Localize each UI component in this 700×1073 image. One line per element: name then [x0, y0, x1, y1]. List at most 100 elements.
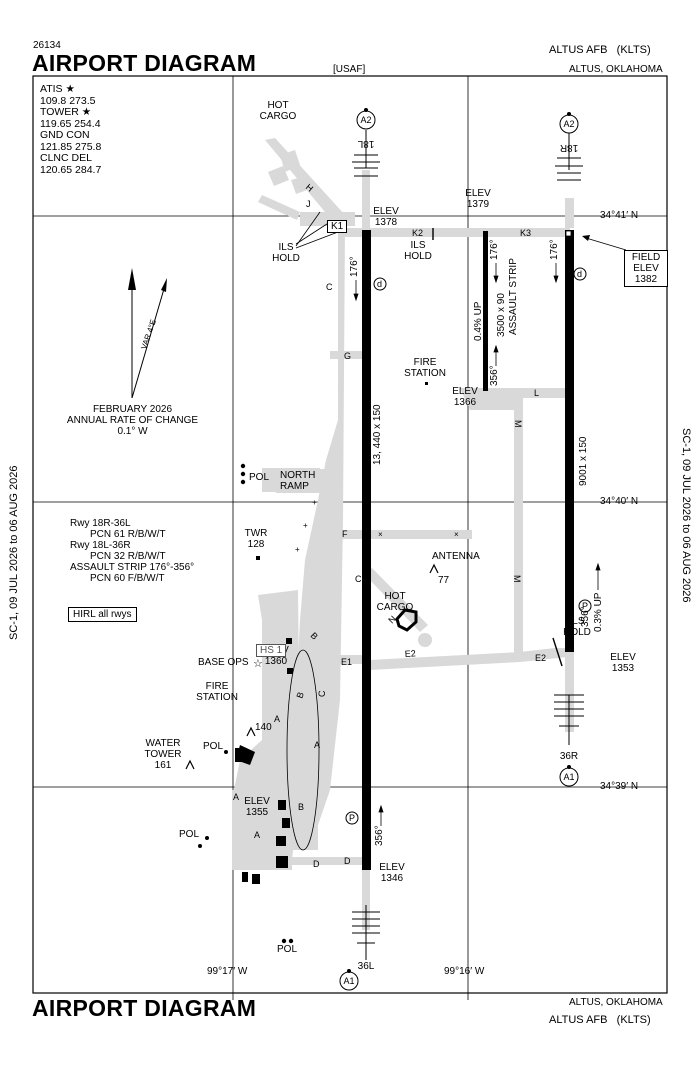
runway-numbers: 18L 18R 36R 36L	[357, 138, 578, 972]
a1-label-right: A1	[563, 772, 574, 782]
assault-slope: 0.4% UP	[473, 301, 484, 341]
taxiway-f-x-marks: × × + + +	[295, 498, 459, 554]
twy-f: F	[342, 529, 348, 539]
a2-label-right: A2	[563, 119, 574, 129]
twy-h: H	[304, 182, 315, 194]
svg-text:+: +	[312, 498, 317, 507]
operator-label: [USAF]	[333, 64, 366, 75]
hot-cargo-pad	[418, 633, 432, 647]
taxiway-n-pavement	[365, 568, 428, 632]
hot-spot-1-label[interactable]: HS 1	[256, 644, 287, 657]
taxiway-m-pavement	[514, 398, 523, 653]
water-tower-name: WATER TOWER	[144, 738, 182, 760]
taxiway-e2-pavement	[370, 648, 568, 670]
twy-n: N	[386, 614, 398, 626]
rwy-18l-label: 18L	[357, 138, 374, 149]
freq-gnd-values: 121.85 275.8	[40, 140, 102, 153]
lat-bot: 34°39′ N	[600, 781, 639, 792]
rwy-right-dims: 9001 x 150	[578, 436, 589, 486]
approach-lights-south	[352, 694, 584, 960]
rwy-18r-overrun	[565, 198, 574, 228]
freq-tower-name: TOWER ★	[40, 106, 92, 118]
circle-top-dots	[347, 108, 571, 973]
pcn-line-1: Rwy 18R-36L	[70, 518, 131, 529]
twy-d2: D	[344, 856, 351, 866]
twy-j: J	[306, 199, 311, 209]
fire-station-south: FIRE STATION	[196, 681, 238, 703]
hdg-176-left: 176°	[349, 256, 360, 277]
svg-text:+: +	[295, 545, 300, 554]
a2-label-left: A2	[360, 115, 371, 125]
hot-spot-1-ellipse	[286, 649, 320, 851]
airport-name: ALTUS AFB (KLTS)	[549, 44, 651, 56]
runway-annotations: 13, 440 x 150 9001 x 150 3500 x 90 ASSAU…	[139, 239, 604, 846]
fire-station-north: FIRE STATION	[404, 357, 446, 379]
taxiway-d-pavement	[292, 857, 366, 865]
field-elev-marker	[565, 230, 572, 237]
twy-c3: C	[317, 690, 327, 697]
twy-k3: K3	[520, 228, 531, 238]
d-circle-left	[373, 277, 387, 291]
tower-elev: 128	[247, 539, 265, 550]
pol-south: POL	[277, 944, 298, 955]
rwy-left-dims: 13, 440 x 150	[372, 404, 383, 465]
water-tower-elev: 161	[154, 760, 172, 771]
taxiway-e1-pavement	[340, 655, 370, 664]
svg-text:×: ×	[454, 530, 459, 539]
circle-texts: A2 A2 A1 A1	[343, 115, 574, 986]
d-circle-right	[573, 267, 587, 281]
cargo-stub-3	[291, 176, 310, 194]
taxiway-k-pavement	[338, 228, 570, 237]
obstruction-symbols	[185, 563, 439, 770]
twy-d1: D	[313, 859, 320, 869]
page-title: AIRPORT DIAGRAM	[32, 50, 257, 76]
rwy-18l-overrun	[362, 170, 370, 230]
footer-location: ALTUS, OKLAHOMA	[569, 997, 663, 1008]
side-label-right: SC-1, 09 JUL 2026 to 06 AUG 2026	[680, 428, 692, 603]
pcn-block: Rwy 18R-36L PCN 61 R/B/W/T Rwy 18L-36R P…	[70, 518, 194, 584]
taxiway-g-pavement	[330, 351, 366, 359]
rwy-36l-label: 36L	[358, 961, 375, 972]
pcn-line-4: PCN 32 R/B/W/T	[90, 551, 166, 562]
pol-north: POL	[249, 472, 270, 483]
elev-1355: ELEV 1355	[244, 796, 270, 818]
twy-b1: B	[309, 630, 320, 641]
hdg-356-left: 356°	[374, 825, 385, 846]
rwy-18r-label: 18R	[560, 142, 578, 153]
freq-atis-values: 109.8 273.5	[40, 94, 96, 107]
taxiway-f-pavement	[330, 530, 472, 539]
field-elev-box: FIELD ELEV 1382	[624, 250, 668, 287]
pcn-line-6: PCN 60 F/B/W/T	[90, 573, 165, 584]
chart-id: 26134	[33, 40, 61, 51]
twy-g: G	[344, 351, 351, 361]
star-symbol: ☆	[253, 658, 263, 670]
pcn-line-3: Rwy 18L-36R	[70, 540, 131, 551]
pol-water: POL	[203, 741, 224, 752]
twy-a1: A	[314, 740, 320, 750]
ils-hold-right: ILS HOLD	[563, 616, 591, 638]
hdg-356-right: 356°	[580, 606, 591, 627]
antenna-symbol	[395, 608, 418, 632]
hdg-176-assault: 176°	[489, 239, 500, 260]
taxiway-j-pavement	[258, 195, 300, 220]
twy-a3: A	[233, 792, 239, 802]
freq-atis-name: ATIS ★	[40, 83, 75, 95]
buildings	[235, 382, 428, 884]
rwy-36r-overrun	[565, 652, 574, 732]
cargo-stub-2	[268, 166, 289, 186]
frequency-block: ATIS ★ 109.8 273.5 TOWER ★ 119.65 254.4 …	[40, 83, 102, 176]
ils-hold-pointers	[295, 211, 339, 249]
ils-hold-bars	[432, 228, 563, 667]
assault-dims: 3500 x 90	[496, 293, 507, 337]
twy-a4: A	[254, 830, 260, 840]
twy-p2: P	[582, 601, 588, 611]
tower-label: TWR 128	[240, 528, 272, 550]
twy-m2: M	[512, 575, 522, 583]
north-arrow	[128, 268, 167, 399]
freq-tower-values: 119.65 254.4	[40, 117, 101, 130]
variation-label: VAR 4°E	[139, 318, 158, 350]
twy-l: L	[534, 388, 539, 398]
footer-airport: ALTUS AFB (KLTS)	[549, 1014, 651, 1026]
variation-rate: 0.1° W	[117, 426, 148, 437]
